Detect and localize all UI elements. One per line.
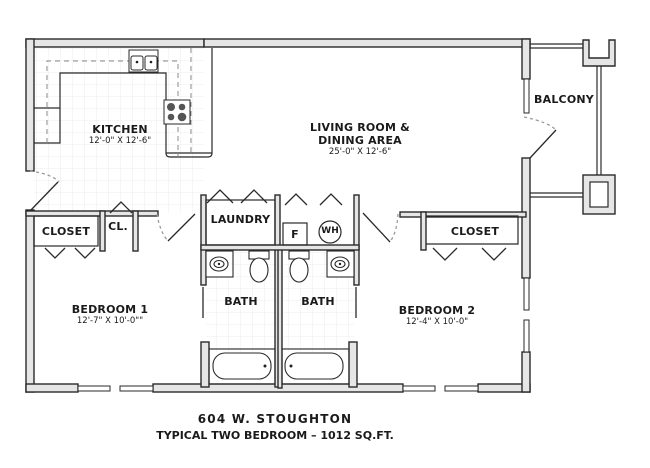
plan-title: 604 W. STOUGHTON xyxy=(197,412,353,426)
cl-label: CL. xyxy=(108,220,128,233)
kitchen-sink xyxy=(128,49,159,73)
bedroom1-door xyxy=(167,213,196,242)
kitchen-tile-floor xyxy=(34,48,204,213)
window-bedroom1-a xyxy=(77,385,111,392)
wall-bath-right-lower xyxy=(348,341,358,388)
kitchen-dims: 12'-0" X 12'-6" xyxy=(88,136,152,146)
bedroom1-dims: 12'-7" X 10'-0"" xyxy=(76,316,144,326)
bedroom2-door xyxy=(362,212,391,243)
bath1-toilet xyxy=(249,257,269,283)
kitchen-stove xyxy=(163,99,191,125)
wall-closet-divider xyxy=(99,210,106,252)
bath2-label: BATH xyxy=(301,295,335,308)
wall-left-lower xyxy=(25,209,35,393)
bath1-tub xyxy=(212,352,272,380)
window-bedroom1-b xyxy=(119,385,154,392)
wall-bath-left xyxy=(200,194,207,286)
wall-left-upper xyxy=(25,38,35,172)
window-bedroom2-b xyxy=(444,385,479,392)
bath2-tub-area xyxy=(281,348,350,385)
furnace-label: F xyxy=(291,228,299,241)
living-room-dims: 25'-0" X 12'-6" xyxy=(328,147,392,157)
living-room-name-line2: DINING AREA xyxy=(318,134,402,147)
window-bedroom2-a xyxy=(402,385,436,392)
wall-right-upper xyxy=(521,38,531,80)
wall-top xyxy=(25,38,205,48)
window-bedroom2-right-a xyxy=(523,277,530,311)
balcony-door xyxy=(529,129,557,159)
water-heater-symbol xyxy=(318,220,342,244)
wall-top-right xyxy=(203,38,531,48)
laundry-label: LAUNDRY xyxy=(210,213,271,226)
wall-right-lower xyxy=(521,351,531,393)
bedroom2-name: BEDROOM 2 xyxy=(398,304,476,317)
bedroom1-label: BEDROOM 1 12'-7" X 10'-0"" xyxy=(60,303,160,326)
kitchen-label: KITCHEN 12'-0" X 12'-6" xyxy=(80,123,160,146)
bath2-toilet xyxy=(289,257,309,283)
wall-cl-right xyxy=(132,210,139,252)
window-bedroom2-right-b xyxy=(523,319,530,353)
wall-right-mid xyxy=(521,157,531,279)
wall-bath-left-lower xyxy=(200,341,210,388)
balcony-column-top xyxy=(582,39,616,67)
bedroom1-name: BEDROOM 1 xyxy=(71,303,149,316)
wall-bedroom2-top xyxy=(399,211,527,218)
wall-closet2-left xyxy=(420,211,427,251)
water-heater-label: WH xyxy=(321,226,339,236)
plan-subtitle: TYPICAL TWO BEDROOM – 1012 SQ.FT. xyxy=(156,429,394,442)
bedroom2-dims: 12'-4" X 10'-0" xyxy=(405,317,469,327)
wall-baths-center xyxy=(277,247,283,389)
living-room-label: LIVING ROOM & DINING AREA 25'-0" X 12'-6… xyxy=(300,121,420,157)
kitchen-name: KITCHEN xyxy=(92,123,148,136)
wall-laundry-bottom xyxy=(200,244,360,251)
bedroom2-label: BEDROOM 2 12'-4" X 10'-0" xyxy=(392,304,482,327)
bath1-tub-area xyxy=(208,348,276,385)
closet2-label: CLOSET xyxy=(450,225,500,238)
bath2-tub xyxy=(284,352,344,380)
balcony-door-slider xyxy=(523,78,530,114)
living-room-name-line1: LIVING ROOM & xyxy=(310,121,410,134)
entry-door xyxy=(29,181,59,212)
wall-bottom-a xyxy=(25,383,79,393)
balcony-label: BALCONY xyxy=(534,93,594,106)
closet1-label: CLOSET xyxy=(41,225,91,238)
wall-bath-right xyxy=(353,194,360,286)
bath1-label: BATH xyxy=(224,295,258,308)
